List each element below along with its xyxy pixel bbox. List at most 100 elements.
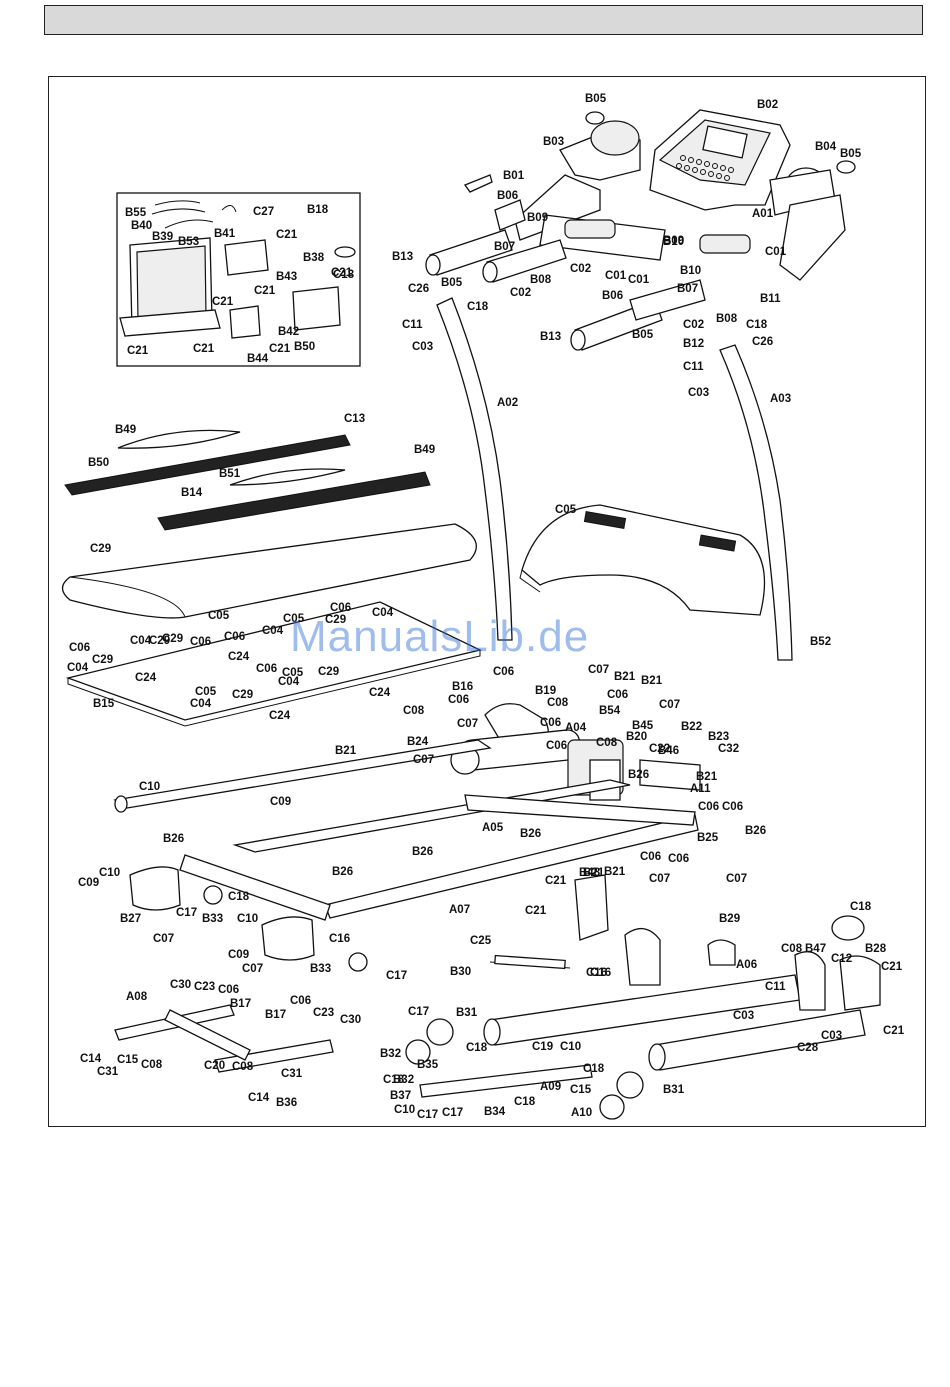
part-label-c11: C11: [683, 361, 704, 373]
part-label-c32: C32: [718, 743, 739, 755]
part-label-c30: C30: [340, 1014, 361, 1026]
header-bar: [44, 5, 923, 35]
part-label-a01: A01: [752, 208, 774, 220]
part-label-c14: C14: [80, 1053, 102, 1065]
part-label-c05: C05: [282, 667, 304, 679]
part-label-b50: B50: [294, 341, 315, 353]
part-label-c06: C06: [493, 666, 514, 678]
part-label-b08: B08: [530, 274, 552, 286]
part-label-c21: C21: [545, 875, 567, 887]
part-label-b30: B30: [450, 966, 471, 978]
part-label-c26: C26: [408, 283, 429, 295]
part-label-b42: B42: [278, 326, 299, 338]
part-label-b09: B09: [663, 235, 684, 247]
hand-grips: [425, 199, 706, 351]
part-label-c07: C07: [659, 699, 680, 711]
part-label-b09: B09: [527, 212, 548, 224]
part-label-b26: B26: [412, 846, 433, 858]
part-label-c04: C04: [67, 662, 89, 674]
part-label-b23: B23: [708, 731, 729, 743]
part-label-c16: C16: [586, 967, 607, 979]
part-label-b21: B21: [641, 675, 663, 687]
part-label-c18: C18: [228, 891, 250, 903]
part-label-c06: C06: [546, 740, 567, 752]
part-label-b49: B49: [414, 444, 435, 456]
part-label-c27: C27: [253, 206, 274, 218]
part-label-b25: B25: [697, 832, 719, 844]
part-label-c17: C17: [442, 1107, 463, 1119]
part-label-c06: C06: [330, 602, 351, 614]
part-label-c08: C08: [141, 1059, 163, 1071]
part-label-b14: B14: [181, 487, 203, 499]
part-label-c05: C05: [555, 504, 577, 516]
part-label-c12: C12: [831, 953, 852, 965]
part-label-a02: A02: [497, 397, 518, 409]
part-label-c31: C31: [97, 1066, 119, 1078]
part-label-c24: C24: [369, 687, 391, 699]
part-label-c18: C18: [383, 1074, 405, 1086]
part-label-c07: C07: [413, 754, 434, 766]
part-label-b39: B39: [152, 231, 173, 243]
part-label-c23: C23: [194, 981, 215, 993]
part-label-b50: B50: [88, 457, 109, 469]
part-label-c21: C21: [883, 1025, 905, 1037]
part-label-c08: C08: [547, 697, 569, 709]
running-belt: [61, 523, 477, 619]
part-label-b26: B26: [745, 825, 766, 837]
keypad: [676, 155, 734, 181]
part-label-c15: C15: [570, 1084, 592, 1096]
part-label-b05: B05: [840, 148, 862, 160]
part-label-c25: C25: [470, 935, 492, 947]
part-label-c02: C02: [570, 263, 591, 275]
part-label-c11: C11: [402, 319, 423, 331]
part-label-c21: C21: [254, 285, 276, 297]
part-label-c07: C07: [153, 933, 174, 945]
part-label-b10: B10: [680, 265, 701, 277]
part-label-c06: C06: [69, 642, 90, 654]
part-label-b12: B12: [683, 338, 704, 350]
part-label-c10: C10: [394, 1104, 415, 1116]
part-label-c07: C07: [588, 664, 609, 676]
part-label-c31: C31: [281, 1068, 303, 1080]
part-label-b45: B45: [632, 720, 654, 732]
part-label-b05: B05: [441, 277, 463, 289]
part-label-b17: B17: [230, 998, 251, 1010]
part-label-b05: B05: [632, 329, 654, 341]
part-label-c21: C21: [276, 229, 298, 241]
part-label-a05: A05: [482, 822, 504, 834]
part-label-c01: C01: [605, 270, 627, 282]
part-label-c01: C01: [628, 274, 650, 286]
part-label-c04: C04: [278, 676, 300, 688]
part-label-b26: B26: [628, 769, 649, 781]
part-label-c02: C02: [510, 287, 531, 299]
part-label-c08: C08: [232, 1061, 254, 1073]
part-label-c05: C05: [208, 610, 230, 622]
part-label-c06: C06: [224, 631, 245, 643]
part-label-c18: C18: [466, 1042, 488, 1054]
part-label-b43: B43: [276, 271, 297, 283]
part-label-c17: C17: [386, 970, 407, 982]
part-label-b40: B40: [131, 220, 152, 232]
part-label-c14: C14: [248, 1092, 270, 1104]
part-label-a04: A04: [565, 722, 587, 734]
part-label-c04: C04: [190, 698, 212, 710]
part-label-c06: C06: [448, 694, 469, 706]
part-label-c29: C29: [149, 635, 170, 647]
part-label-c10: C10: [237, 913, 258, 925]
part-label-b31: B31: [663, 1084, 685, 1096]
part-label-b38: B38: [303, 252, 325, 264]
part-label-b18: B18: [307, 204, 329, 216]
part-label-c24: C24: [269, 710, 291, 722]
part-label-b13: B13: [392, 251, 413, 263]
part-label-c20: C20: [204, 1060, 225, 1072]
part-label-c29: C29: [162, 633, 183, 645]
part-label-c09: C09: [270, 796, 291, 808]
part-label-b48: B48: [579, 867, 601, 879]
part-label-c03: C03: [733, 1010, 754, 1022]
part-label-c29: C29: [232, 689, 253, 701]
part-label-b33: B33: [202, 913, 223, 925]
part-label-b22: B22: [681, 721, 702, 733]
part-label-a06: A06: [736, 959, 757, 971]
part-label-c23: C23: [313, 1007, 334, 1019]
